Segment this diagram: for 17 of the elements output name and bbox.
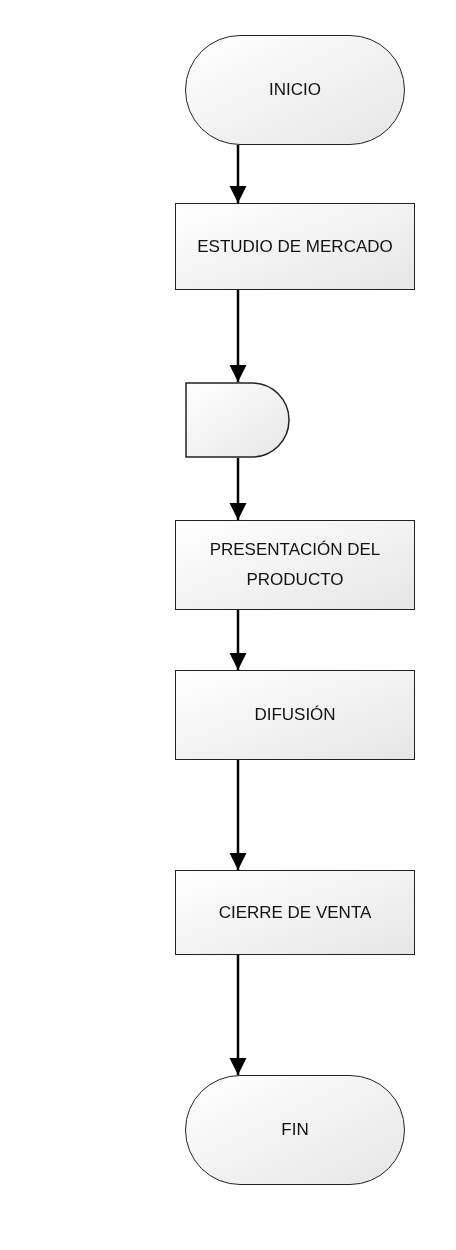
node-label: CIERRE DE VENTA: [218, 901, 372, 924]
arrow: [229, 458, 247, 520]
node-label: PRESENTACIÓN DEL PRODUCTO: [208, 539, 382, 591]
node-label: INICIO: [269, 79, 321, 101]
process-box: [175, 203, 415, 290]
process-box: [175, 870, 415, 955]
node-label: DIFUSIÓN: [254, 704, 336, 726]
arrow: [229, 955, 247, 1075]
delay-shape: [185, 382, 290, 458]
arrow: [229, 290, 247, 382]
process-box: [175, 670, 415, 760]
arrow: [229, 760, 247, 870]
arrow: [229, 610, 247, 670]
process-box: [175, 520, 415, 610]
node-label: ESTUDIO DE MERCADO: [197, 235, 393, 258]
arrow: [229, 145, 247, 203]
node-label: FIN: [281, 1119, 309, 1141]
